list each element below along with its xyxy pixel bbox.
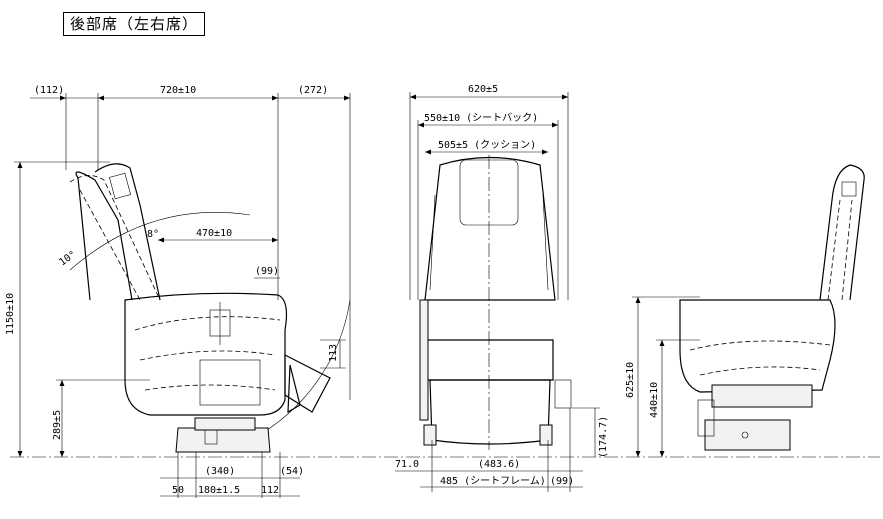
dim-cushion: 505±5 (クッション) — [438, 139, 536, 151]
dim-1747: (174.7) — [598, 416, 609, 458]
dim-50: 50 — [172, 485, 184, 496]
dim-99-side: (99) — [255, 266, 279, 277]
dim-113: 113 — [328, 344, 339, 362]
side-view: (112) 720±10 (272) 1150±10 289±5 10° 8° — [5, 85, 351, 498]
dim-340: (340) — [205, 466, 235, 477]
dim-total-width: 620±5 — [468, 84, 498, 95]
dim-4836: (483.6) — [478, 459, 520, 470]
dim-length: 720±10 — [160, 85, 196, 96]
dim-180: 180±1.5 — [198, 485, 240, 496]
dim-112b: 112 — [261, 485, 279, 496]
dim-frame: 485 (シートフレーム) — [440, 475, 546, 487]
dim-99-front: (99) — [550, 476, 574, 487]
dim-rear-offset: (112) — [34, 85, 64, 96]
dim-seatback: 550±10 (シートバック) — [424, 112, 538, 124]
dim-front-offset: (272) — [298, 85, 328, 96]
front-view: 620±5 550±10 (シートバック) 505±5 (クッション) — [395, 84, 609, 492]
drawing-title: 後部席（左右席） — [63, 12, 206, 36]
right-side-view: 625±10 440±10 — [625, 164, 865, 457]
dim-625: 625±10 — [625, 362, 636, 398]
dim-440: 440±10 — [649, 382, 660, 418]
dim-angle-small: 8° — [147, 229, 159, 240]
dim-cushion-depth: 470±10 — [196, 228, 232, 239]
dim-height: 1150±10 — [5, 293, 16, 335]
dim-54: (54) — [280, 466, 304, 477]
dim-71: 71.0 — [395, 459, 419, 470]
dim-seat-base: 289±5 — [52, 410, 63, 440]
